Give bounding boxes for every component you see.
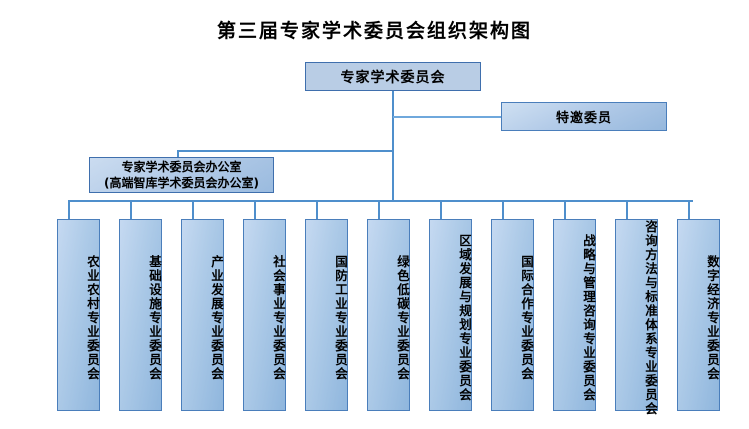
node-committee-3[interactable]: 产业发展专业委员会 (181, 219, 224, 411)
node-committee-7[interactable]: 区域发展与规划专业委员会 (429, 219, 472, 411)
node-committee-8[interactable]: 国际合作专业委员会 (491, 219, 534, 411)
node-committee-office[interactable]: 专家学术委员会办公室 (高端智库学术委员会办公室) (89, 157, 274, 193)
connector-office-drop (177, 150, 179, 157)
connector-drop-6 (378, 200, 380, 219)
node-committee-10[interactable]: 咨询方法与标准体系专业委员会 (615, 219, 658, 416)
node-committee-1[interactable]: 农业农村专业委员会 (57, 219, 100, 411)
connector-drop-2 (130, 200, 132, 219)
node-committee-6[interactable]: 绿色低碳专业委员会 (367, 219, 410, 411)
node-committee-4[interactable]: 社会事业专业委员会 (243, 219, 286, 411)
connector-drop-7 (440, 200, 442, 219)
connector-drop-4 (254, 200, 256, 219)
connector-drop-9 (564, 200, 566, 219)
connector-drop-10 (626, 200, 628, 219)
connector-office-branch (178, 150, 393, 152)
connector-drop-3 (192, 200, 194, 219)
connector-drop-5 (316, 200, 318, 219)
connector-drop-11 (688, 200, 690, 219)
connector-drop-8 (502, 200, 504, 219)
office-label-line2: (高端智库学术委员会办公室) (104, 176, 259, 190)
node-committee-9[interactable]: 战略与管理咨询专业委员会 (553, 219, 596, 411)
node-committee-11[interactable]: 数字经济专业委员会 (677, 219, 720, 411)
node-committee-5[interactable]: 国防工业专业委员会 (305, 219, 348, 411)
node-invited-members[interactable]: 特邀委员 (501, 102, 667, 131)
connector-root-trunk (392, 91, 394, 201)
connector-drop-1 (68, 200, 70, 219)
connector-invited-branch (393, 116, 501, 118)
office-label-line1: 专家学术委员会办公室 (121, 159, 242, 174)
node-root-committee[interactable]: 专家学术委员会 (305, 62, 481, 91)
node-committee-2[interactable]: 基础设施专业委员会 (119, 219, 162, 411)
page-title: 第三届专家学术委员会组织架构图 (216, 20, 532, 42)
connector-committee-bus (68, 200, 693, 202)
